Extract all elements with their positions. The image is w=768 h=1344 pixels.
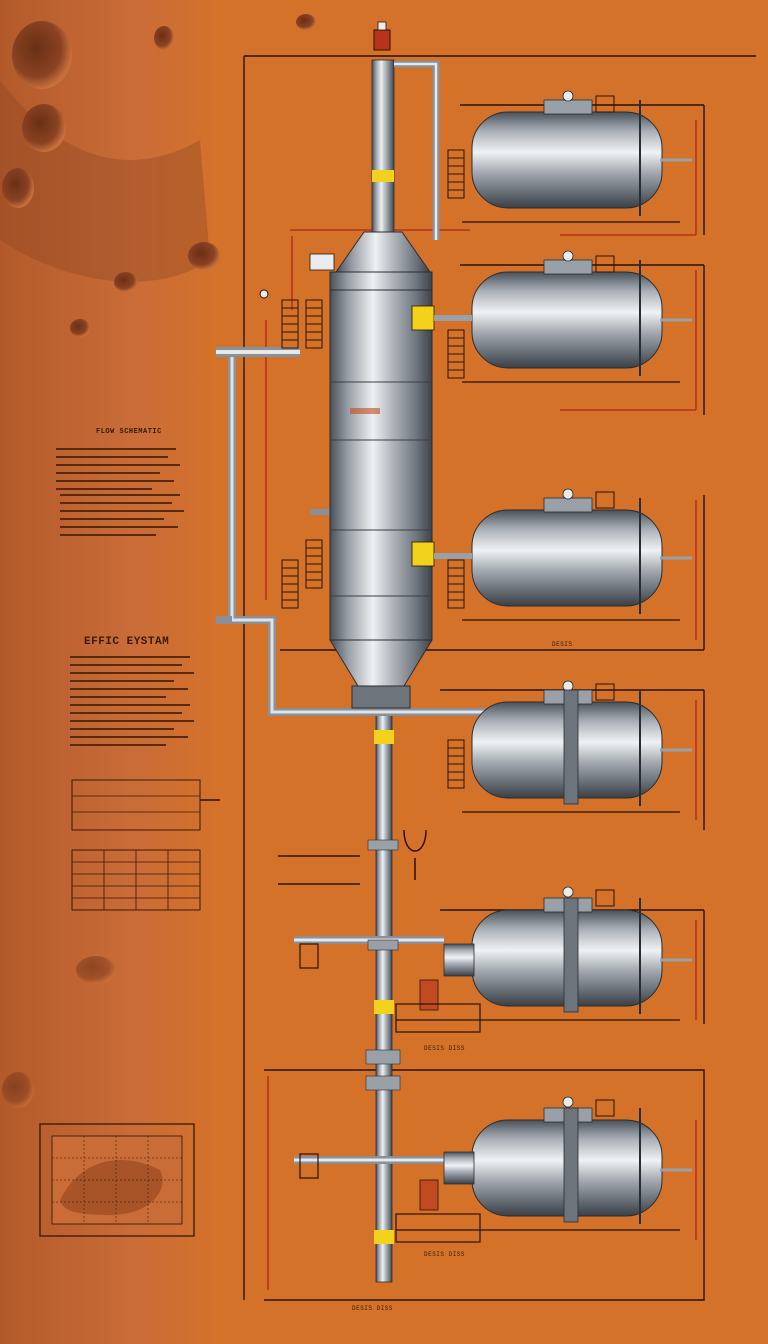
tank-3: [434, 488, 692, 614]
tank-6: [443, 1096, 692, 1224]
tank-4: [471, 680, 692, 806]
tank-1: [471, 90, 692, 216]
notes-heading: FLOW SCHEMATIC: [96, 428, 162, 436]
inset-map: [39, 1123, 195, 1237]
tank-3-tag: DESIS: [552, 641, 573, 648]
system-heading: EFFIC EYSTAM: [84, 636, 170, 648]
tank-5-tag: DESIS DISS: [424, 1045, 466, 1052]
main-column: [329, 231, 435, 709]
tank-2: [434, 250, 692, 376]
terrain-shadow: [0, 80, 210, 282]
tank-bases: [395, 221, 680, 1243]
gauge-icon: [259, 253, 427, 880]
notes-table-a: [71, 779, 201, 831]
tank-5: [443, 886, 692, 1014]
main-pipes: [216, 59, 486, 1283]
tank-6-tag: DESIS DISS: [424, 1251, 466, 1258]
crater-icon: [2, 14, 316, 1108]
bottom-tag: DESIS DISS: [352, 1305, 394, 1312]
notes-table-b: [71, 849, 201, 911]
valve-icon: [299, 21, 439, 1244]
